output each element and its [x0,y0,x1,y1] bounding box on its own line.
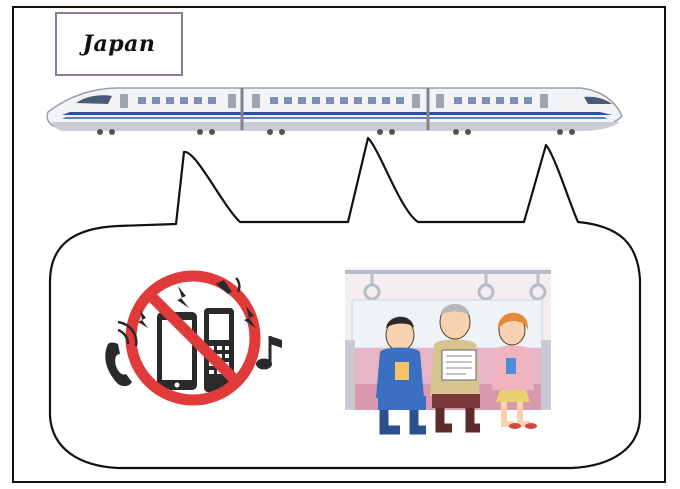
no-phone-sign-icon [105,270,282,406]
bullet-train-icon [46,87,623,135]
country-label: Japan [82,31,156,57]
train-passengers-illustration [345,268,551,435]
country-label-box: Japan [55,12,183,76]
